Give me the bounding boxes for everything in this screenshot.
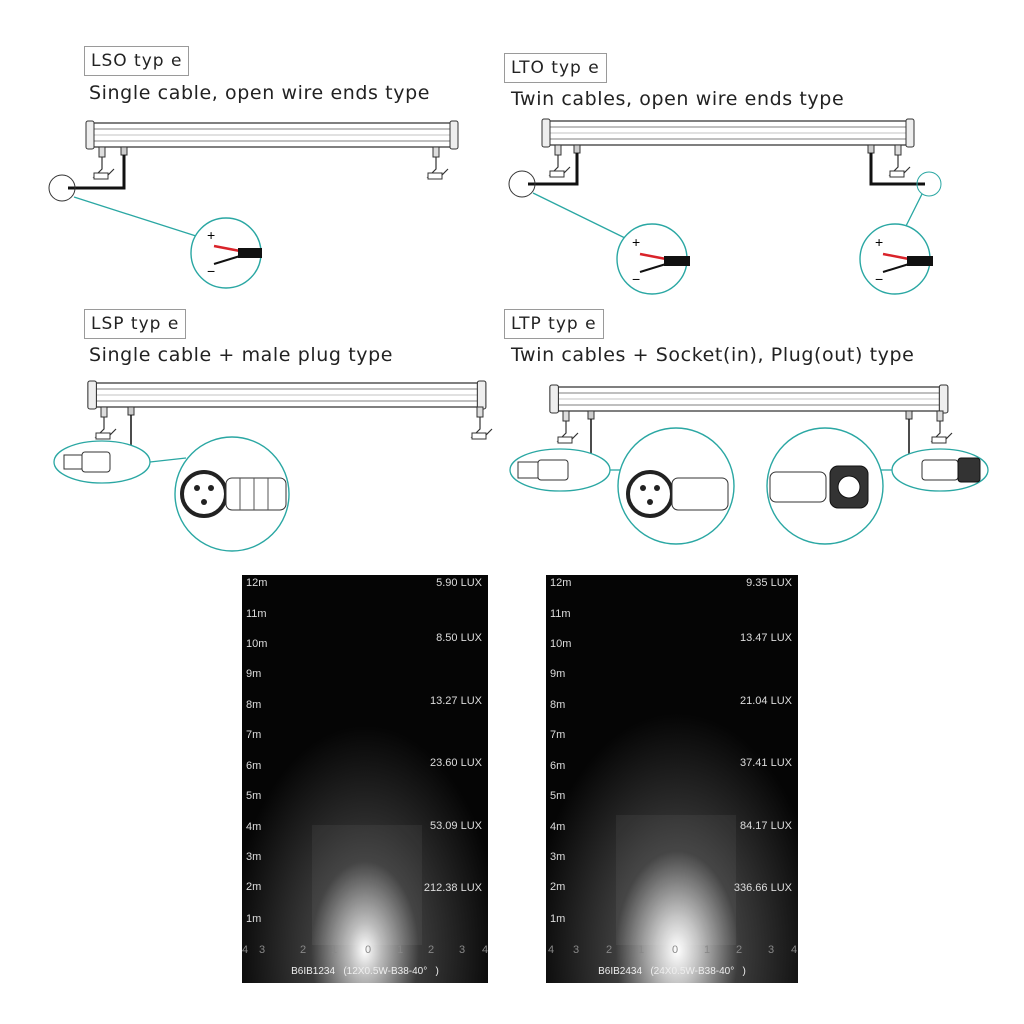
axis-tick: 1 <box>331 944 338 956</box>
ltp-type-description: Twin cables + Socket(in), Plug(out) type <box>511 344 915 366</box>
lux-value: 336.66 LUX <box>733 882 792 894</box>
photometric-panel-right: 12m 11m 10m 9m 8m 7m 6m 5m 4m 3m 2m 1m 9… <box>546 575 798 983</box>
ltp-fixture <box>549 384 953 444</box>
axis-tick: 4 <box>242 944 249 956</box>
lux-value: 21.04 LUX <box>740 695 792 707</box>
axis-tick: 2 <box>428 944 435 956</box>
distance-label: 1m <box>246 913 262 925</box>
distance-label: 11m <box>550 608 571 620</box>
lso-type-label: LSO typ e <box>84 46 190 76</box>
distance-label: 4m <box>550 821 566 833</box>
lso-fixture <box>85 120 459 180</box>
distance-label: 7m <box>550 729 566 741</box>
distance-label: 6m <box>246 760 262 772</box>
lux-value: 212.38 LUX <box>423 882 482 894</box>
svg-text:+: + <box>207 227 215 243</box>
svg-text:−: − <box>207 263 215 279</box>
lsp-type-label: LSP typ e <box>84 309 187 339</box>
distance-label: 12m <box>550 577 572 589</box>
axis-tick: 0 <box>672 944 679 956</box>
lto-type-label: LTO typ e <box>504 53 607 83</box>
svg-text:−: − <box>632 271 640 287</box>
axis-tick: 2 <box>300 944 307 956</box>
svg-text:+: + <box>632 234 640 250</box>
axis-tick: 3 <box>573 944 580 956</box>
lux-value: 23.60 LUX <box>430 757 482 769</box>
axis-tick: 2 <box>606 944 613 956</box>
distance-label: 12m <box>246 577 268 589</box>
distance-label: 7m <box>246 729 262 741</box>
distance-label: 3m <box>246 851 262 863</box>
distance-label: 5m <box>246 790 262 802</box>
distance-label: 3m <box>550 851 566 863</box>
fixture-illustrations: + − + − + − <box>48 118 989 552</box>
distance-label: 11m <box>246 608 267 620</box>
axis-tick: 3 <box>768 944 775 956</box>
axis-tick: 3 <box>259 944 266 956</box>
photometric-panel-left: 12m 11m 10m 9m 8m 7m 6m 5m 4m 3m 2m 1m 5… <box>242 575 488 983</box>
axis-tick: 1 <box>397 944 404 956</box>
distance-label: 10m <box>550 638 572 650</box>
lsp-type-description: Single cable + male plug type <box>89 344 394 366</box>
lux-value: 13.47 LUX <box>740 632 792 644</box>
model-caption: B6IB1234 (12X0.5W-B38-40° ) <box>291 966 439 977</box>
axis-tick: 3 <box>459 944 466 956</box>
distance-label: 8m <box>550 699 566 711</box>
lto-type-description: Twin cables, open wire ends type <box>511 88 845 110</box>
lto-fixture <box>541 118 915 178</box>
distance-label: 4m <box>246 821 262 833</box>
model-caption: B6IB2434 (24X0.5W-B38-40° ) <box>598 966 746 977</box>
distance-label: 8m <box>246 699 262 711</box>
distance-label: 10m <box>246 638 268 650</box>
axis-tick: 4 <box>548 944 555 956</box>
axis-tick: 4 <box>791 944 798 956</box>
light-beam-right <box>546 575 798 983</box>
distance-label: 2m <box>246 881 262 893</box>
lso-type-description: Single cable, open wire ends type <box>89 82 431 104</box>
axis-tick: 1 <box>704 944 711 956</box>
lux-value: 53.09 LUX <box>430 820 482 832</box>
svg-text:−: − <box>875 271 883 287</box>
distance-label: 9m <box>550 668 566 680</box>
ltp-type-label: LTP typ e <box>504 309 604 339</box>
distance-label: 9m <box>246 668 262 680</box>
axis-tick: 0 <box>365 944 372 956</box>
distance-label: 2m <box>550 881 566 893</box>
axis-tick: 4 <box>482 944 488 956</box>
lux-value: 5.90 LUX <box>436 577 482 589</box>
lsp-fixture <box>87 380 493 440</box>
distance-label: 6m <box>550 760 566 772</box>
lux-value: 84.17 LUX <box>740 820 792 832</box>
lux-value: 13.27 LUX <box>430 695 482 707</box>
distance-label: 1m <box>550 913 566 925</box>
axis-tick: 2 <box>736 944 743 956</box>
distance-label: 5m <box>550 790 566 802</box>
light-beam-left <box>242 575 488 983</box>
lux-value: 8.50 LUX <box>436 632 482 644</box>
svg-text:+: + <box>875 234 883 250</box>
lux-value: 37.41 LUX <box>740 757 792 769</box>
axis-tick: 1 <box>638 944 645 956</box>
lux-value: 9.35 LUX <box>746 577 792 589</box>
